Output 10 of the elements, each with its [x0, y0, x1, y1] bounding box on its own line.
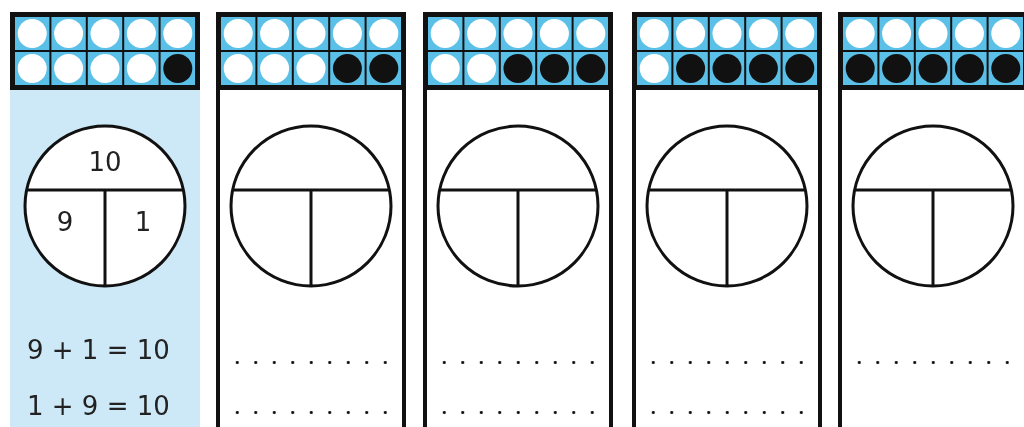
whole-number: 10 — [88, 147, 122, 177]
part-number: 9 — [56, 207, 74, 237]
part-whole-circle — [851, 124, 1015, 288]
equation: 1 + 9 = 10 — [27, 391, 170, 421]
part-whole-circle — [436, 124, 600, 288]
part-whole-circle — [645, 124, 809, 288]
part-number: 1 — [134, 207, 152, 237]
part-whole-circle — [229, 124, 393, 288]
equation: 9 + 1 = 10 — [27, 335, 170, 365]
part-whole-circle — [23, 124, 187, 288]
